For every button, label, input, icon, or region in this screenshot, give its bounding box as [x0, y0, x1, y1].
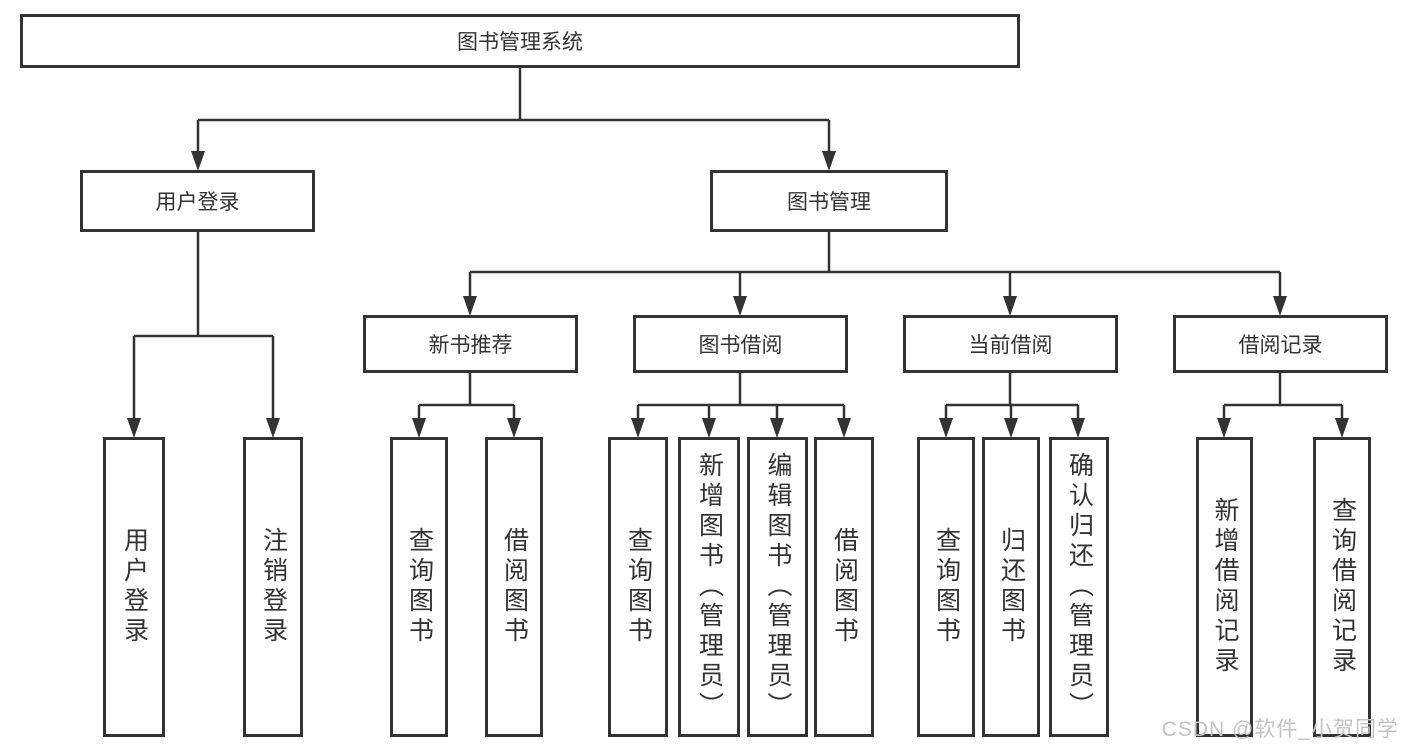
node-book-borrow: 图书借阅	[633, 315, 848, 373]
leaf-query-borrow-record: 查询借阅记录	[1313, 437, 1371, 737]
node-current-borrow: 当前借阅	[903, 315, 1118, 373]
leaf-logout: 注销登录	[243, 437, 303, 737]
node-book-management: 图书管理	[710, 170, 948, 232]
node-borrow-records: 借阅记录	[1173, 315, 1388, 373]
leaf-user-login: 用户登录	[103, 437, 165, 737]
leaf-return-book: 归还图书	[982, 437, 1040, 737]
leaf-borrow-books: 借阅图书	[814, 437, 874, 737]
leaf-add-book-admin: 新增图书（管理员）	[678, 437, 740, 737]
leaf-query-books-current: 查询图书	[917, 437, 975, 737]
leaf-query-books-recommend: 查询图书	[390, 437, 448, 737]
leaf-query-books-borrow: 查询图书	[608, 437, 668, 737]
leaf-add-borrow-record: 新增借阅记录	[1196, 437, 1253, 737]
node-root-library-management-system: 图书管理系统	[20, 14, 1020, 68]
node-user-login: 用户登录	[80, 170, 315, 232]
node-new-book-recommend: 新书推荐	[363, 315, 578, 373]
leaf-borrow-books-recommend: 借阅图书	[485, 437, 543, 737]
leaf-edit-book-admin: 编辑图书（管理员）	[747, 437, 808, 737]
leaf-confirm-return-admin: 确认归还（管理员）	[1049, 437, 1109, 737]
arrowheads	[127, 151, 1349, 438]
